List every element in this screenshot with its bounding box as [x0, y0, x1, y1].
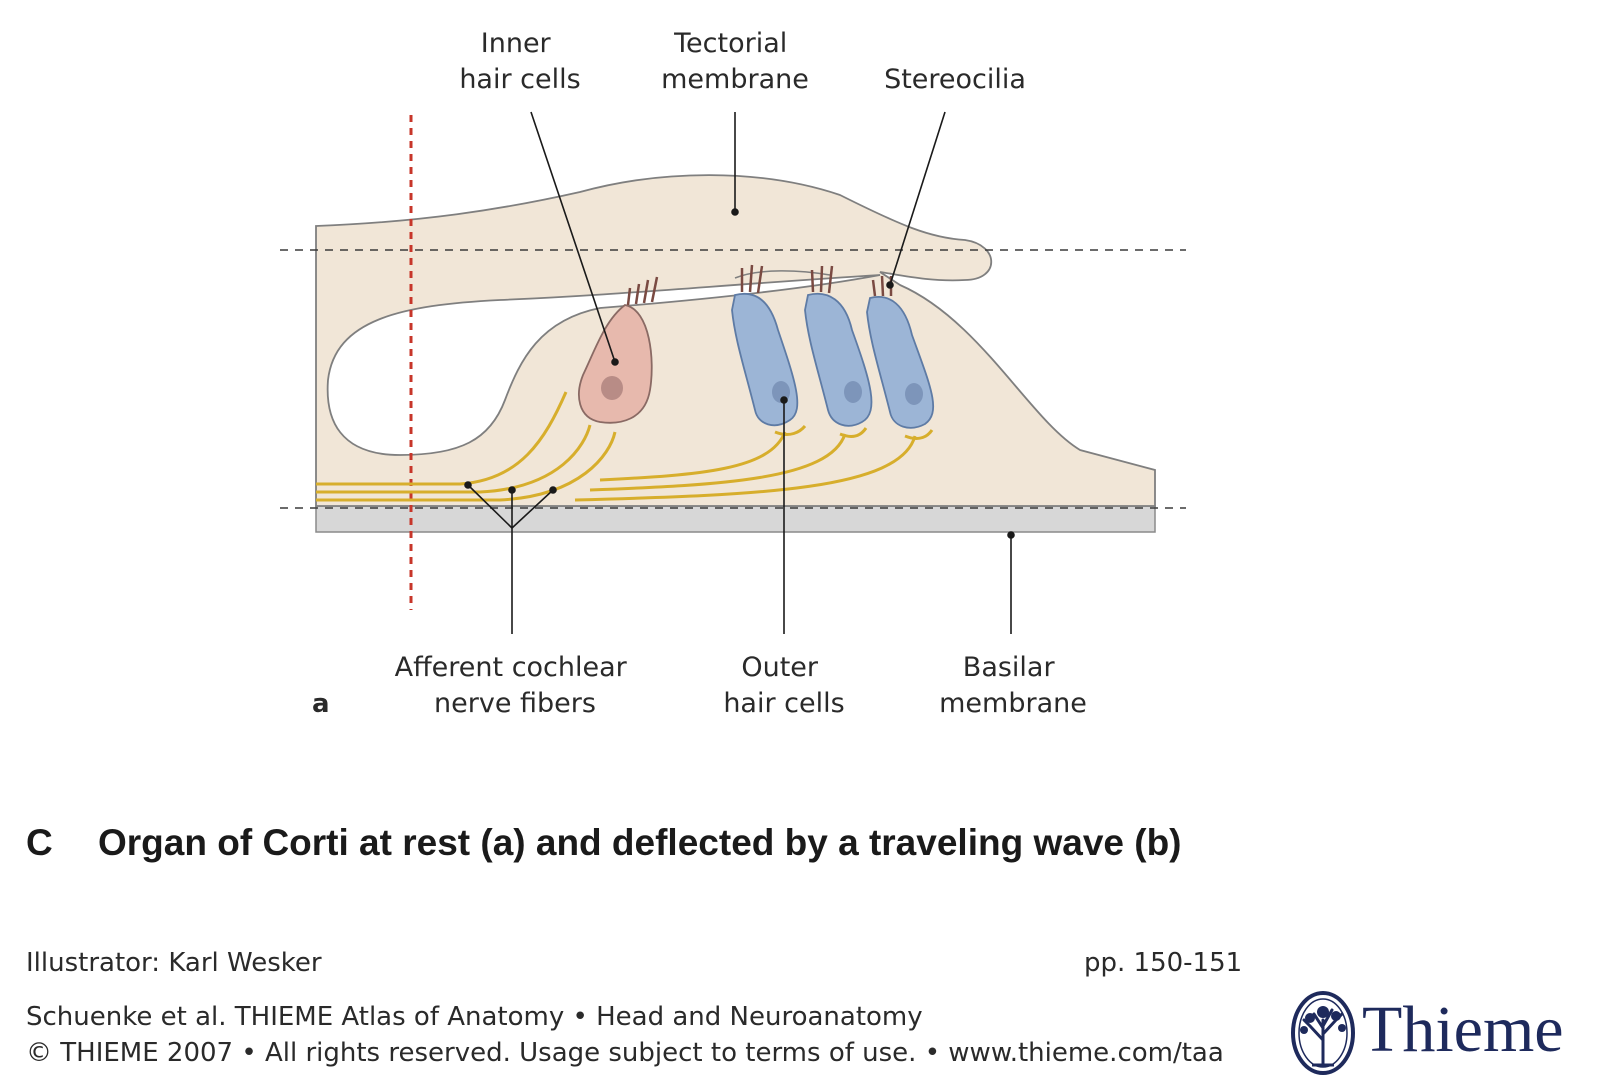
caption-text: Organ of Corti at rest (a) and deflected…	[98, 822, 1182, 863]
copyright-line: © THIEME 2007 • All rights reserved. Usa…	[26, 1038, 1224, 1068]
label-outer-hair-cells: Outer hair cells	[723, 652, 844, 719]
leader-lines	[464, 111, 1015, 634]
tree-seal-icon	[1291, 991, 1355, 1075]
basilar-membrane-shape	[315, 505, 1156, 533]
panel-letter: a	[312, 689, 330, 719]
illustrator-credit: Illustrator: Karl Wesker	[26, 948, 322, 978]
source-line: Schuenke et al. THIEME Atlas of Anatomy …	[26, 1002, 923, 1032]
caption-letter: C	[26, 822, 53, 863]
page-reference: pp. 150-151	[1084, 948, 1243, 978]
thieme-logo: Thieme	[1290, 990, 1600, 1080]
label-inner-hair-cells: Inner hair cells	[459, 28, 580, 95]
label-afferent-fibers: Afferent cochlear nerve fibers	[395, 652, 636, 719]
logo-wordmark: Thieme	[1362, 993, 1564, 1066]
outer-hair-cells	[731, 264, 935, 429]
inner-sulcus-space	[326, 274, 881, 456]
label-basilar-membrane: Basilar membrane	[939, 652, 1087, 719]
label-tectorial-membrane: Tectorial membrane	[661, 28, 809, 95]
organ-tissue-shape	[315, 174, 1156, 507]
organ-of-corti-diagram: Inner hair cells Tectorial membrane Ster…	[280, 28, 1186, 719]
label-stereocilia: Stereocilia	[884, 64, 1026, 95]
figure-caption: C Organ of Corti at rest (a) and deflecte…	[26, 822, 1182, 864]
